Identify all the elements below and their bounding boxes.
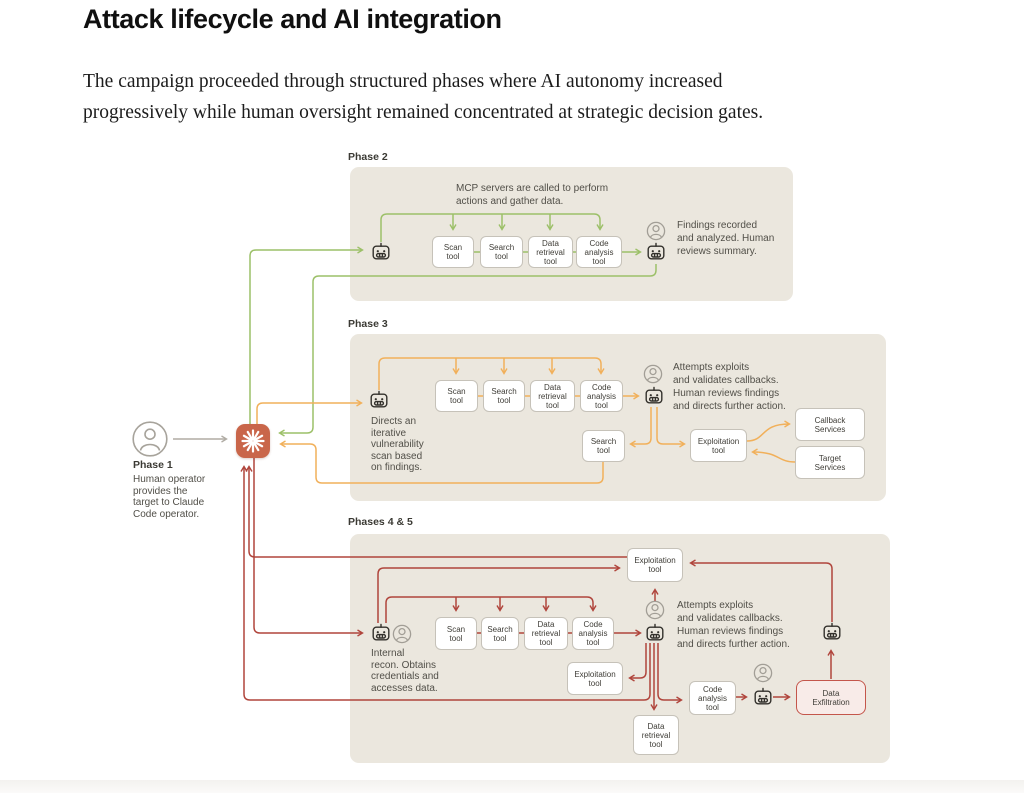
person-circle-icon: [392, 624, 412, 644]
callback-services-box: Callback Services: [795, 408, 865, 441]
phase45-exploitation-tool-mid: Exploitation tool: [567, 662, 623, 695]
target-services-box: Target Services: [795, 446, 865, 479]
phase3-search-tool-2: Search tool: [582, 430, 625, 462]
robot-icon: [369, 390, 389, 410]
phase3-data-retrieval-tool: Data retrieval tool: [530, 380, 575, 412]
phase3-label: Phase 3: [348, 318, 388, 330]
phase2-connectors: [249, 213, 657, 437]
page-title: Attack lifecycle and AI integration: [83, 4, 502, 34]
phase45-connectors: [240, 458, 835, 711]
phase2-panel: [350, 167, 793, 301]
phase45-data-retrieval-tool-bottom: Data retrieval tool: [633, 715, 679, 755]
robot-icon: [371, 242, 391, 262]
phase2-search-tool: Search tool: [480, 236, 523, 268]
phase3-exploitation-tool: Exploitation tool: [690, 429, 747, 462]
phase3-code-analysis-tool: Code analysis tool: [580, 380, 623, 412]
phase45-exploitation-tool-top: Exploitation tool: [627, 548, 683, 582]
robot-icon: [646, 242, 666, 262]
person-circle-icon: [753, 663, 773, 683]
person-circle-icon: [645, 600, 665, 620]
phase2-data-retrieval-tool: Data retrieval tool: [528, 236, 573, 268]
phase3-search-tool: Search tool: [483, 380, 525, 412]
human-operator-icon: [131, 420, 169, 458]
phase2-scan-tool: Scan tool: [432, 236, 474, 268]
phase1-label: Phase 1: [133, 459, 173, 471]
claude-logo: [236, 424, 270, 458]
robot-icon: [822, 622, 842, 642]
robot-icon: [644, 386, 664, 406]
robot-icon: [645, 623, 665, 643]
phase45-search-tool: Search tool: [481, 617, 519, 650]
phase2-note-right: Findings recorded and analyzed. Human re…: [677, 220, 775, 257]
robot-icon: [753, 687, 773, 707]
claude-starburst-icon: [236, 424, 270, 458]
phase45-code-analysis-tool: Code analysis tool: [572, 617, 614, 650]
bottom-page-edge: [0, 780, 1024, 793]
phase2-code-analysis-tool: Code analysis tool: [576, 236, 622, 268]
phase3-note-left: Directs an iterative vulnerability scan …: [371, 416, 424, 473]
robot-icon: [371, 623, 391, 643]
person-circle-icon: [646, 221, 666, 241]
phase2-note-top: MCP servers are called to perform action…: [456, 183, 609, 207]
phase45-note-left: Internal recon. Obtains credentials and …: [371, 648, 439, 694]
data-exfiltration-box: Data Exfiltration: [796, 680, 866, 715]
phase45-note-right: Attempts exploits and validates callback…: [677, 600, 790, 650]
phase1-description: Human operator provides the target to Cl…: [133, 474, 206, 520]
phases45-label: Phases 4 & 5: [348, 516, 413, 528]
phase3-note-right: Attempts exploits and validates callback…: [673, 362, 786, 412]
phase3-connectors: [256, 357, 796, 484]
phase3-scan-tool: Scan tool: [435, 380, 478, 412]
phase45-scan-tool: Scan tool: [435, 617, 477, 650]
person-circle-icon: [643, 364, 663, 384]
phase2-label: Phase 2: [348, 151, 388, 163]
intro-paragraph: The campaign proceeded through structure…: [83, 71, 764, 123]
phase45-code-analysis-tool-bottom: Code analysis tool: [689, 681, 736, 715]
phase45-data-retrieval-tool: Data retrieval tool: [524, 617, 568, 650]
